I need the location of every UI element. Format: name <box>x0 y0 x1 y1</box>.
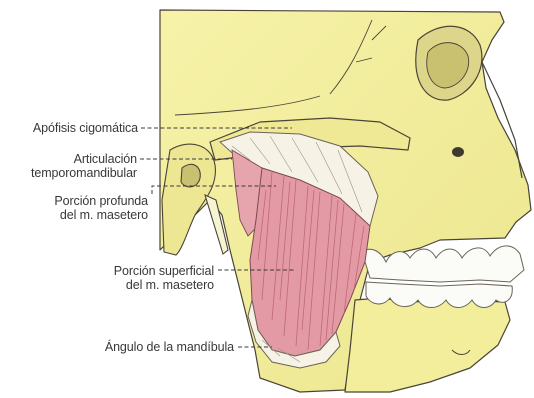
label-superficial-masseter: Porción superficial del m. masetero <box>56 264 214 292</box>
label-deep-line1: Porción profunda <box>6 194 148 208</box>
label-zygomatic-process: Apófisis cigomática <box>6 121 138 135</box>
label-tmj-line1: Articulación <box>6 152 137 166</box>
external-acoustic-meatus <box>181 164 200 187</box>
infraorbital-foramen <box>452 147 464 157</box>
label-angle-text: Ángulo de la mandíbula <box>105 340 234 354</box>
label-deep-masseter: Porción profunda del m. masetero <box>6 194 148 222</box>
mandible <box>345 298 510 392</box>
label-mandible-angle: Ángulo de la mandíbula <box>40 340 234 354</box>
label-temporomandibular-joint: Articulación temporomandibular <box>6 152 137 180</box>
label-superficial-line2: del m. masetero <box>56 278 214 292</box>
label-superficial-line1: Porción superficial <box>56 264 214 278</box>
label-deep-line2: del m. masetero <box>6 208 148 222</box>
label-tmj-line2: temporomandibular <box>6 166 137 180</box>
label-zygomatic-text: Apófisis cigomática <box>33 121 138 135</box>
